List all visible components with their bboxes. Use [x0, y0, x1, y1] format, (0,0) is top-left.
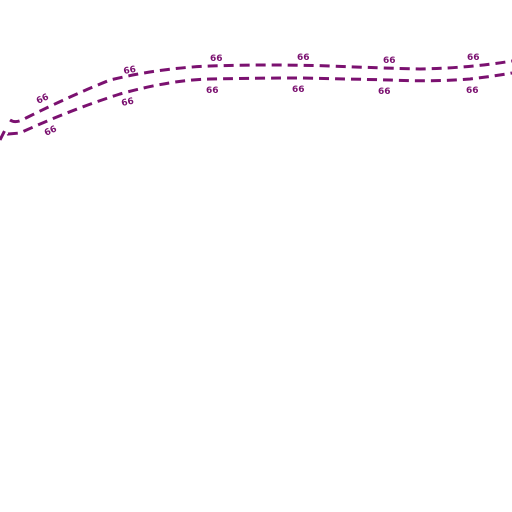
route-label: 66	[123, 65, 137, 77]
route-66-lower-line[interactable]	[0, 71, 512, 141]
route-label: 66	[43, 124, 59, 138]
route-66-upper-line[interactable]	[9, 59, 512, 124]
route-label: 66	[121, 97, 135, 109]
route-66-lower-carriageway[interactable]	[0, 71, 512, 141]
route-label: 66	[378, 87, 391, 97]
route-66-upper-carriageway[interactable]	[9, 59, 512, 124]
route-shields: 66 66 66 66 66 66 66 66 66 66 66 66	[35, 53, 479, 139]
route-label: 66	[210, 54, 223, 64]
route-label: 66	[35, 92, 51, 106]
route-label: 66	[292, 85, 305, 95]
route-label: 66	[466, 86, 479, 96]
route-label: 66	[383, 56, 396, 66]
route-label: 66	[467, 53, 480, 63]
route-label: 66	[206, 86, 219, 96]
route-label: 66	[297, 53, 310, 63]
